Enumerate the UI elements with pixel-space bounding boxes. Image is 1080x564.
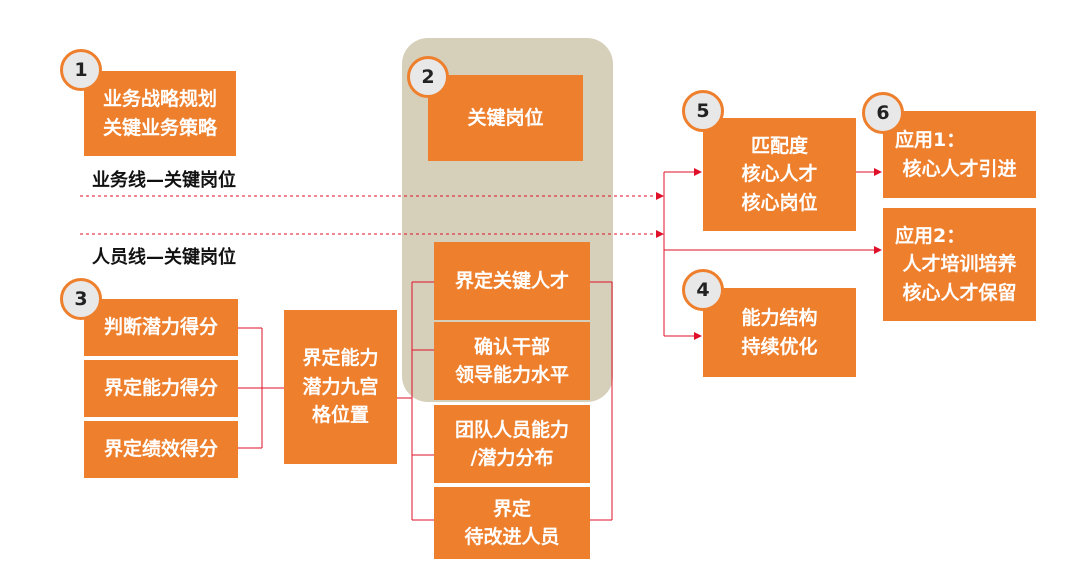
business-line-label: 业务线—关键岗位 [92, 170, 236, 191]
key-talent-box: 界定关键人才 [434, 242, 590, 320]
step-1-badge: 1 [60, 49, 102, 91]
step-6-badge: 6 [862, 92, 904, 134]
business-strategy-box: 业务战略规划 关键业务策略 [84, 71, 236, 156]
key-positions-box: 关键岗位 [428, 75, 583, 161]
ability-structure-box: 能力结构 持续优化 [703, 288, 856, 377]
application-2-box: 应用2： 人才培训培养 核心人才保留 [883, 208, 1036, 321]
step-4-badge: 4 [682, 269, 724, 311]
step-3-badge: 3 [60, 278, 102, 320]
nine-grid-box: 界定能力 潜力九宫 格位置 [284, 310, 397, 464]
match-box: 匹配度 核心人才 核心岗位 [703, 118, 856, 231]
people-line-label: 人员线—关键岗位 [92, 247, 236, 268]
improve-staff-box: 界定 待改进人员 [434, 487, 590, 559]
potential-score-box: 判断潜力得分 [84, 299, 238, 356]
performance-score-box: 界定绩效得分 [84, 421, 238, 478]
ability-score-box: 界定能力得分 [84, 360, 238, 417]
step-2-badge: 2 [407, 56, 449, 98]
confirm-cadre-box: 确认干部 领导能力水平 [434, 322, 590, 400]
application-1-box: 应用1： 核心人才引进 [883, 111, 1036, 198]
team-distribution-box: 团队人员能力 /潜力分布 [434, 405, 590, 483]
step-5-badge: 5 [682, 90, 724, 132]
